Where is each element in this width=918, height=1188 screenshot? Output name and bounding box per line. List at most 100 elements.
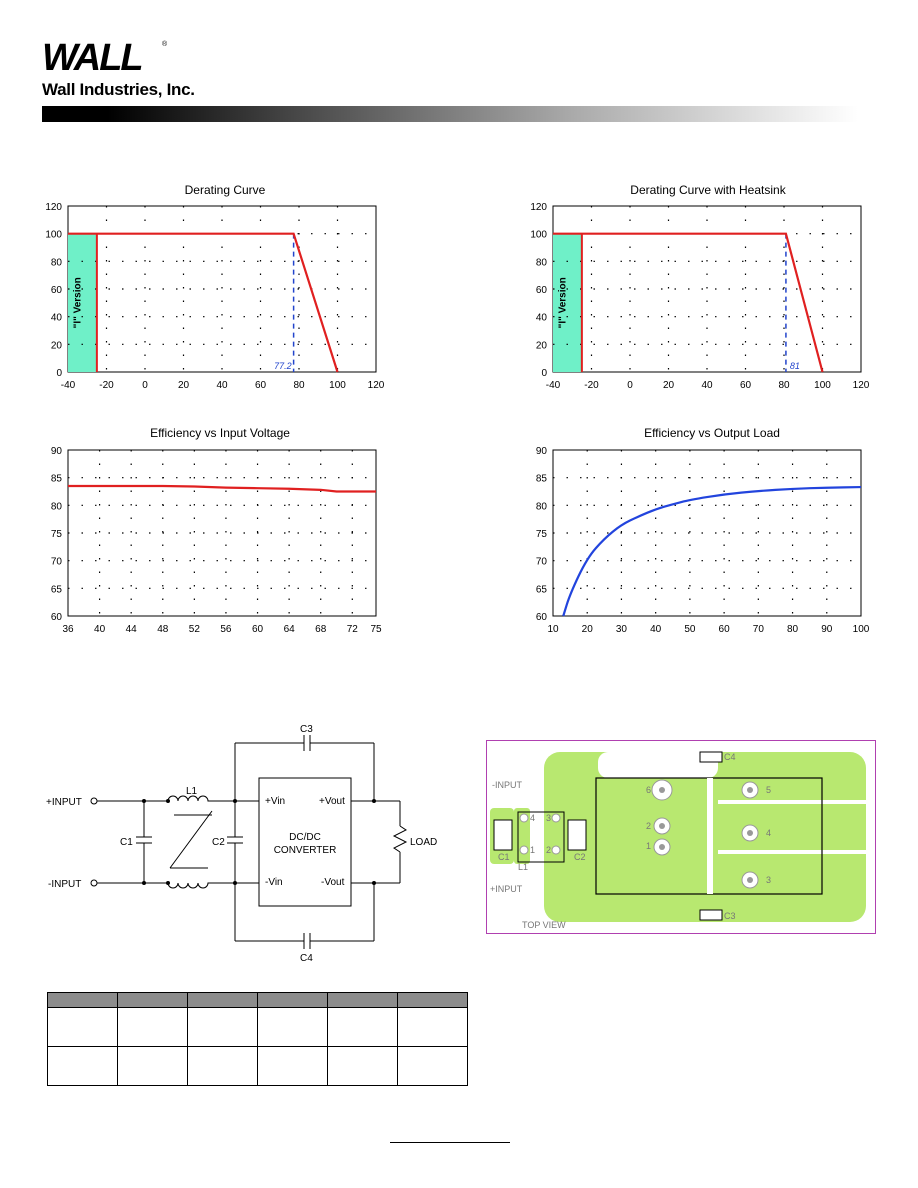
y-tick-label: 100: [45, 230, 62, 241]
y-tick-label: 90: [51, 446, 63, 457]
header-gradient-bar: [42, 106, 858, 122]
x-tick-label: -40: [546, 380, 561, 391]
table-cell: [257, 1007, 328, 1047]
x-tick-label: 0: [627, 380, 633, 391]
pcb-pin-6: 6: [646, 785, 651, 795]
footer-rule: [390, 1142, 510, 1143]
y-tick-label: 70: [536, 557, 548, 568]
x-tick-label: 48: [157, 624, 169, 635]
chart-title-eff-input: Efficiency vs Input Voltage: [150, 426, 290, 440]
converter-line1: DC/DC: [289, 832, 321, 843]
table-cell: [187, 1007, 258, 1047]
company-name: Wall Industries, Inc.: [42, 80, 195, 99]
version-band: [68, 233, 97, 372]
table-cell: [47, 1007, 118, 1047]
x-tick-label: 60: [255, 380, 267, 391]
x-tick-label: 60: [252, 624, 264, 635]
spec-table: [47, 992, 468, 1086]
y-tick-label: 60: [536, 285, 548, 296]
x-tick-label: 40: [650, 624, 662, 635]
pcb-c1: C1: [498, 852, 510, 862]
y-tick-label: 120: [45, 202, 62, 213]
chart-title-eff-load: Efficiency vs Output Load: [644, 426, 780, 440]
table-cell: [327, 1046, 398, 1086]
y-tick-label: 65: [536, 584, 548, 595]
x-tick-label: -40: [61, 380, 76, 391]
label-c2: C2: [212, 837, 225, 848]
x-tick-label: 120: [853, 380, 870, 391]
y-tick-label: 120: [530, 202, 547, 213]
x-tick-label: 90: [821, 624, 833, 635]
x-tick-label: 68: [315, 624, 327, 635]
pcb-c4: C4: [724, 752, 736, 762]
series-line: [68, 484, 376, 493]
x-tick-label: 70: [753, 624, 765, 635]
x-tick-label: 20: [582, 624, 594, 635]
plot-area: [552, 449, 862, 617]
pcb-pin-3: 3: [766, 875, 771, 885]
table-header-cell: [47, 992, 118, 1008]
table-cell: [117, 1046, 188, 1086]
x-tick-label: -20: [584, 380, 599, 391]
wall-logo: WALL ®: [42, 37, 168, 79]
y-tick-label: 20: [51, 340, 63, 351]
x-tick-label: 75: [370, 624, 382, 635]
pcb-top-view-label: TOP VIEW: [522, 920, 566, 930]
logo-text: WALL: [42, 37, 142, 79]
y-tick-label: 100: [530, 230, 547, 241]
pcb-pin-4: 4: [766, 828, 771, 838]
x-tick-label: 20: [178, 380, 190, 391]
pcb-small-pin-4: 4: [530, 813, 535, 823]
table-cell: [397, 1007, 468, 1047]
table-header-cell: [187, 992, 258, 1008]
application-schematic: +INPUT -INPUT C1 C2 C3 C4 L1 +Vin -Vin +…: [46, 724, 437, 964]
x-tick-label: 40: [216, 380, 228, 391]
y-tick-label: 90: [536, 446, 548, 457]
y-tick-label: 75: [536, 529, 548, 540]
x-tick-label: 100: [853, 624, 870, 635]
table-cell: [47, 1046, 118, 1086]
pin-minus-vout: -Vout: [321, 877, 345, 888]
x-tick-label: -20: [99, 380, 114, 391]
pcb-pin-5: 5: [766, 785, 771, 795]
table-header-cell: [397, 992, 468, 1008]
x-tick-label: 80: [778, 380, 790, 391]
chart-title-derating: Derating Curve: [184, 183, 266, 197]
band-label: "I" Version: [72, 277, 83, 328]
y-tick-label: 60: [51, 612, 63, 623]
x-tick-label: 36: [62, 624, 74, 635]
y-tick-label: 65: [51, 584, 63, 595]
y-tick-label: 60: [51, 285, 63, 296]
x-tick-label: 52: [189, 624, 201, 635]
x-tick-label: 40: [94, 624, 106, 635]
table-header-cell: [257, 992, 328, 1008]
pcb-small-pin-2: 2: [546, 845, 551, 855]
label-c3: C3: [300, 724, 313, 735]
pcb-top-view: -INPUT +INPUT TOP VIEW C1 C2 C3 C4 L1 1 …: [486, 740, 876, 934]
y-tick-label: 80: [536, 501, 548, 512]
y-tick-label: 60: [536, 612, 548, 623]
x-tick-label: 72: [347, 624, 359, 635]
x-tick-label: 0: [142, 380, 148, 391]
x-tick-label: 60: [740, 380, 752, 391]
x-tick-label: 80: [787, 624, 799, 635]
y-tick-label: 80: [51, 501, 63, 512]
x-tick-label: 80: [293, 380, 305, 391]
x-tick-label: 50: [684, 624, 696, 635]
label-c4: C4: [300, 953, 313, 964]
table-cell: [187, 1046, 258, 1086]
version-band: [553, 233, 582, 372]
table-cell: [397, 1046, 468, 1086]
table-cell: [257, 1046, 328, 1086]
series-line: [553, 232, 824, 373]
converter-line2: CONVERTER: [274, 845, 337, 856]
pcb-pin-1: 1: [646, 841, 651, 851]
y-tick-label: 40: [51, 313, 63, 324]
x-tick-label: 30: [616, 624, 628, 635]
label-l1: L1: [186, 786, 198, 797]
table-row: [47, 1046, 468, 1086]
table-cell: [117, 1007, 188, 1047]
